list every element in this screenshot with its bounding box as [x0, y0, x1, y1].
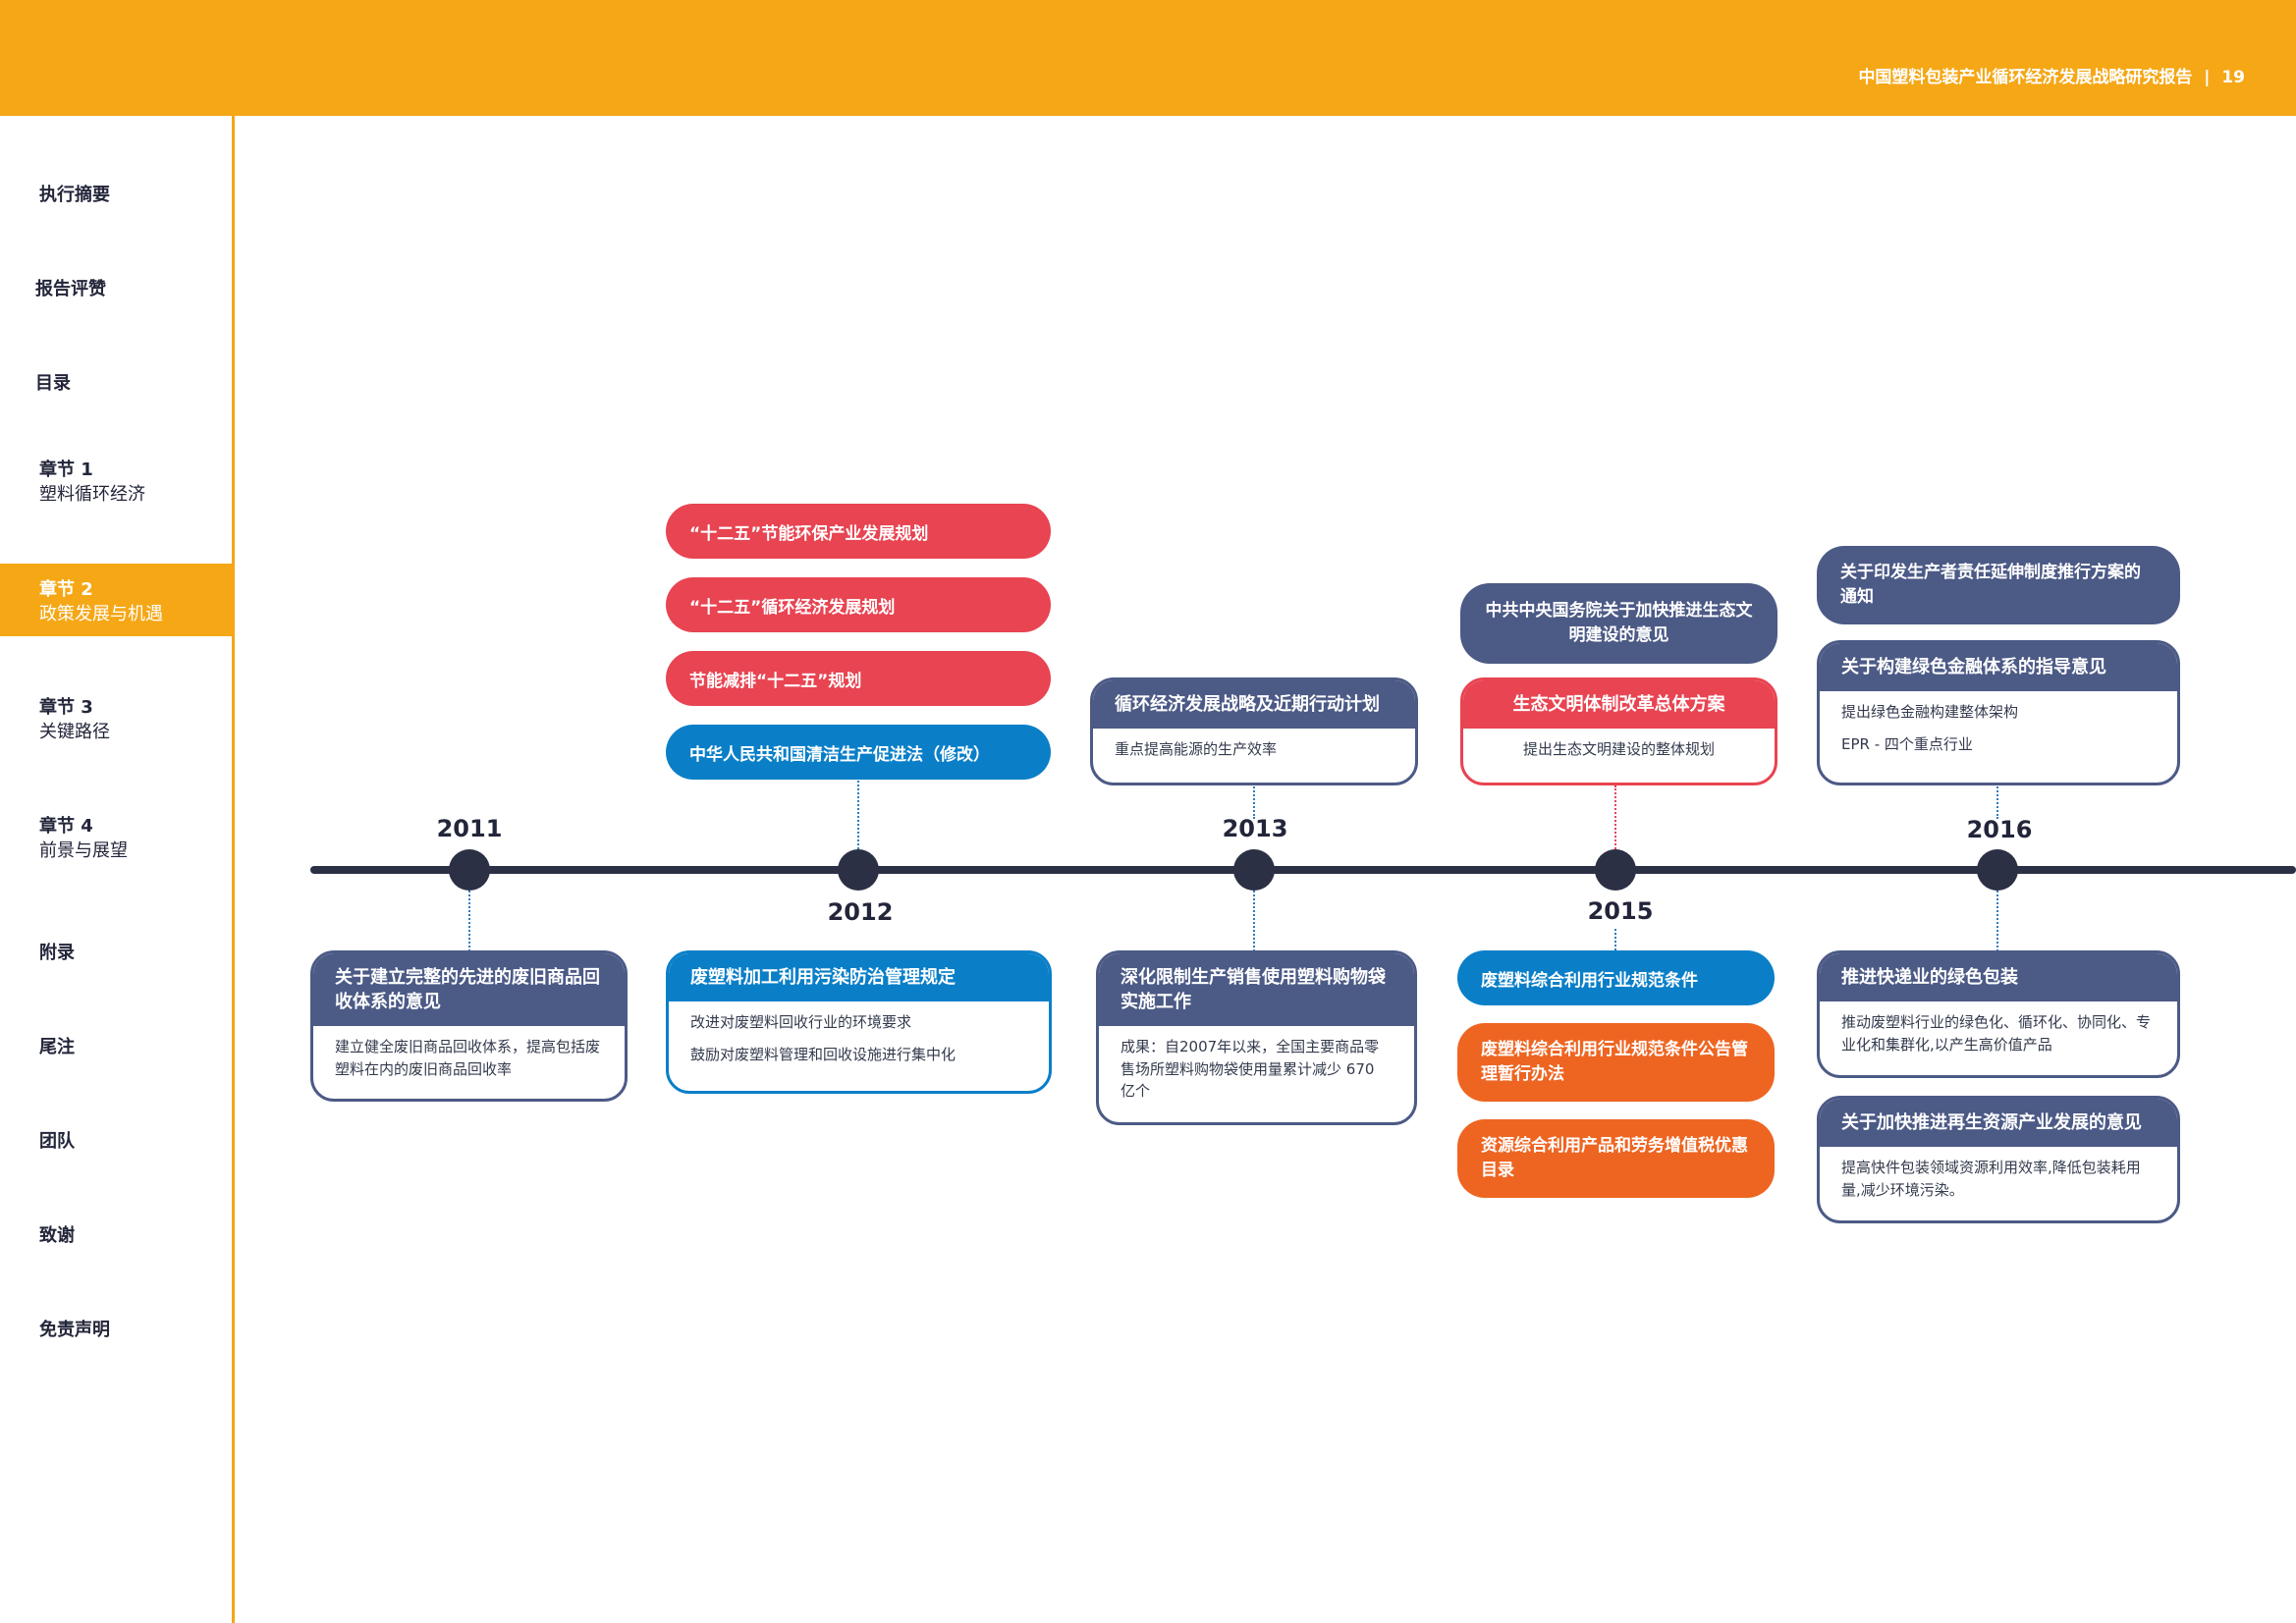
card-body-text: 提出生态文明建设的整体规划 [1522, 740, 1715, 759]
timeline-node-2016 [1977, 849, 2018, 891]
sidebar: 执行摘要 报告评赞 目录 章节 1 塑料循环经济 章节 2 政策发展与机遇 章节… [0, 116, 235, 1623]
card-title: 循环经济发展战略及近期行动计划 [1093, 680, 1415, 730]
connector-2011-below [468, 891, 470, 951]
nav-sublabel: 前景与展望 [39, 840, 128, 861]
card-body: 成果：自2007年以来，全国主要商品零售场所塑料购物袋使用量累计减少 670 亿… [1099, 1026, 1414, 1122]
timeline-node-2013 [1233, 849, 1275, 891]
card-body: 提出绿色金融构建整体架构 EPR - 四个重点行业 [1820, 691, 2177, 775]
policy-card-2011: 关于建立完整的先进的废旧商品回收体系的意见 建立健全废旧商品回收体系，提高包括废… [310, 950, 628, 1102]
nav-label: 致谢 [39, 1225, 75, 1246]
nav-item-executive-summary[interactable]: 执行摘要 [0, 173, 232, 212]
nav-label: 团队 [39, 1131, 75, 1152]
card-body: 重点提高能源的生产效率 [1093, 729, 1415, 781]
nav-item-chapter-1[interactable]: 章节 1 塑料循环经济 [0, 452, 232, 509]
nav-item-endnotes[interactable]: 尾注 [0, 1025, 232, 1064]
nav-label: 章节 2 [39, 579, 93, 600]
page-number: 19 [2221, 68, 2245, 87]
timeline-axis [310, 866, 2296, 874]
policy-pill-2012-3: 节能减排“十二五”规划 [666, 651, 1051, 706]
year-label-2011: 2011 [436, 815, 503, 842]
year-label-2013: 2013 [1222, 815, 1288, 842]
card-body-text: 提高快件包装领域资源利用效率,降低包装耗用量,减少环境污染。 [1841, 1159, 2141, 1199]
card-body: 改进对废塑料回收行业的环境要求 鼓励对废塑料管理和回收设施进行集中化 [669, 1001, 1049, 1085]
card-body-text: 重点提高能源的生产效率 [1115, 740, 1278, 759]
card-title: 关于构建绿色金融体系的指导意见 [1820, 643, 2177, 692]
card-body-text: 改进对废塑料回收行业的环境要求 [690, 1013, 912, 1032]
policy-card-2013-above: 循环经济发展战略及近期行动计划 重点提高能源的生产效率 [1090, 677, 1418, 785]
connector-2015-above [1614, 785, 1616, 849]
nav-item-contents[interactable]: 目录 [0, 361, 232, 401]
card-title: 关于加快推进再生资源产业发展的意见 [1820, 1099, 2177, 1148]
card-title: 生态文明体制改革总体方案 [1463, 680, 1775, 730]
policy-pill-2015-3: 资源综合利用产品和劳务增值税优惠目录 [1457, 1119, 1775, 1198]
nav-item-chapter-2[interactable]: 章节 2 政策发展与机遇 [0, 564, 232, 636]
timeline-node-2011 [449, 849, 490, 891]
connector-2015-below [1614, 929, 1616, 950]
policy-pill-2012-1: “十二五”节能环保产业发展规划 [666, 504, 1051, 559]
timeline-node-2012 [838, 849, 879, 891]
header-separator: | [2198, 68, 2216, 87]
policy-pill-2016-top: 关于印发生产者责任延伸制度推行方案的通知 [1817, 546, 2180, 624]
connector-2013-above [1253, 784, 1255, 819]
nav-sublabel: 塑料循环经济 [39, 484, 145, 505]
year-label-2015: 2015 [1587, 897, 1654, 925]
card-title: 关于建立完整的先进的废旧商品回收体系的意见 [313, 953, 625, 1027]
nav-item-chapter-3[interactable]: 章节 3 关键路径 [0, 689, 232, 746]
connector-2016-above [1996, 784, 1998, 819]
card-body-text: 推动废塑料行业的绿色化、循环化、协同化、专业化和集群化,以产生高价值产品 [1841, 1013, 2152, 1054]
nav-item-report-praise[interactable]: 报告评赞 [0, 267, 232, 306]
report-title: 中国塑料包装产业循环经济发展战略研究报告 [1858, 68, 2193, 87]
policy-pill-2015-2: 废塑料综合利用行业规范条件公告管理暂行办法 [1457, 1023, 1775, 1102]
year-label-2012: 2012 [827, 898, 894, 926]
nav-label: 章节 4 [39, 816, 93, 837]
connector-2012-above [857, 781, 859, 849]
nav-label: 尾注 [39, 1037, 75, 1057]
nav-item-acknowledgements[interactable]: 致谢 [0, 1214, 232, 1253]
nav-label: 报告评赞 [35, 279, 106, 299]
policy-pill-2012-4: 中华人民共和国清洁生产促进法（修改） [666, 725, 1051, 780]
card-body-text: 成果：自2007年以来，全国主要商品零售场所塑料购物袋使用量累计减少 670 亿… [1121, 1038, 1380, 1101]
card-body: 提出生态文明建设的整体规划 [1463, 729, 1775, 781]
card-title: 废塑料加工利用污染防治管理规定 [669, 953, 1049, 1002]
policy-card-2016-above: 关于构建绿色金融体系的指导意见 提出绿色金融构建整体架构 EPR - 四个重点行… [1817, 640, 2180, 785]
nav-item-team[interactable]: 团队 [0, 1119, 232, 1159]
card-body: 提高快件包装领域资源利用效率,降低包装耗用量,减少环境污染。 [1820, 1147, 2177, 1220]
year-label-2016: 2016 [1966, 816, 2033, 843]
policy-card-2012: 废塑料加工利用污染防治管理规定 改进对废塑料回收行业的环境要求 鼓励对废塑料管理… [666, 950, 1052, 1094]
nav-label: 章节 3 [39, 697, 93, 718]
nav-label: 免责声明 [39, 1320, 110, 1340]
card-body: 推动废塑料行业的绿色化、循环化、协同化、专业化和集群化,以产生高价值产品 [1820, 1001, 2177, 1075]
policy-pill-2012-2: “十二五”循环经济发展规划 [666, 577, 1051, 632]
card-body-text: EPR - 四个重点行业 [1841, 734, 1973, 753]
nav-sublabel: 关键路径 [39, 722, 110, 742]
nav-label: 附录 [39, 943, 75, 963]
nav-label: 章节 1 [39, 460, 93, 480]
policy-pill-2015-1: 废塑料综合利用行业规范条件 [1457, 950, 1775, 1005]
card-body: 建立健全废旧商品回收体系，提高包括废塑料在内的废旧商品回收率 [313, 1026, 625, 1099]
nav-sublabel: 政策发展与机遇 [39, 604, 163, 624]
nav-label: 目录 [35, 373, 71, 394]
policy-card-2015-above: 生态文明体制改革总体方案 提出生态文明建设的整体规划 [1460, 677, 1777, 785]
card-title: 深化限制生产销售使用塑料购物袋实施工作 [1099, 953, 1414, 1027]
connector-2013-below [1253, 891, 1255, 951]
card-body-text: 建立健全废旧商品回收体系，提高包括废塑料在内的废旧商品回收率 [335, 1038, 601, 1078]
card-title: 推进快递业的绿色包装 [1820, 953, 2177, 1002]
policy-card-2013-below: 深化限制生产销售使用塑料购物袋实施工作 成果：自2007年以来，全国主要商品零售… [1096, 950, 1417, 1125]
card-body-text: 提出绿色金融构建整体架构 [1841, 703, 2019, 722]
timeline-node-2015 [1595, 849, 1636, 891]
connector-2016-below [1996, 891, 1998, 951]
nav-item-chapter-4[interactable]: 章节 4 前景与展望 [0, 808, 232, 865]
policy-card-2016-below-2: 关于加快推进再生资源产业发展的意见 提高快件包装领域资源利用效率,降低包装耗用量… [1817, 1096, 2180, 1223]
report-header: 中国塑料包装产业循环经济发展战略研究报告 | 19 [1858, 63, 2245, 87]
nav-label: 执行摘要 [39, 185, 110, 205]
policy-pill-2015-top: 中共中央国务院关于加快推进生态文明建设的意见 [1460, 583, 1777, 664]
card-body-text: 鼓励对废塑料管理和回收设施进行集中化 [690, 1045, 957, 1063]
header-bar: 中国塑料包装产业循环经济发展战略研究报告 | 19 [0, 0, 2296, 116]
nav-item-appendix[interactable]: 附录 [0, 931, 232, 970]
nav-item-disclaimer[interactable]: 免责声明 [0, 1308, 232, 1347]
policy-card-2016-below-1: 推进快递业的绿色包装 推动废塑料行业的绿色化、循环化、协同化、专业化和集群化,以… [1817, 950, 2180, 1078]
